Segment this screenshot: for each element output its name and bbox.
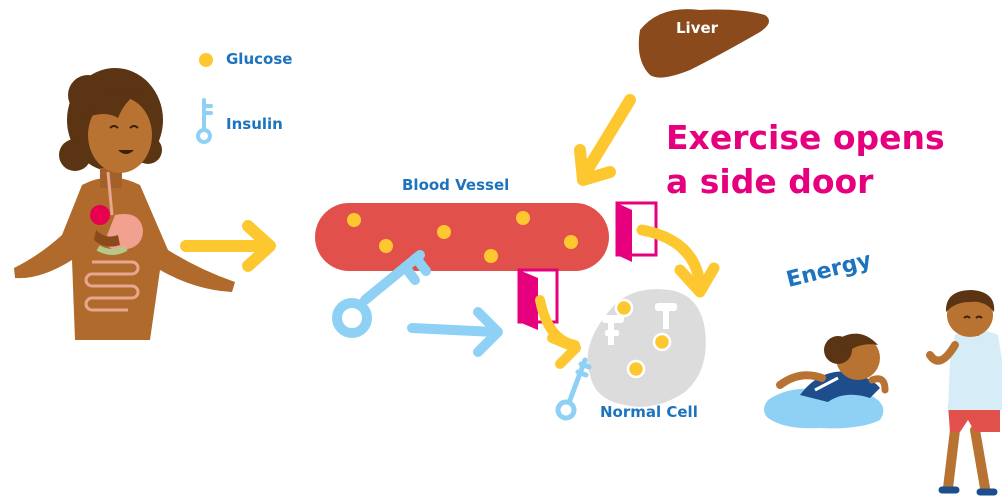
- insulin-arrow: [412, 312, 498, 352]
- insulin-key-small-icon: [558, 360, 589, 418]
- swimmer-illustration: [764, 334, 885, 429]
- upper-door-curved-arrow: [642, 230, 714, 292]
- normal-cell-shape: [588, 289, 706, 407]
- headline-line-2: a side door: [666, 160, 945, 204]
- liver-label: Liver: [676, 19, 718, 37]
- glucose-legend-icon: [199, 53, 213, 67]
- insulin-key-legend-icon: [198, 100, 211, 142]
- liver-to-vessel-arrow: [580, 100, 630, 180]
- blood-vessel-tube: [315, 203, 609, 271]
- insulin-legend-label: Insulin: [226, 115, 283, 133]
- glucose-legend-label: Glucose: [226, 50, 292, 68]
- normal-cell-label: Normal Cell: [600, 403, 698, 421]
- headline-line-1: Exercise opens: [666, 116, 945, 160]
- woman-to-vessel-arrow: [186, 226, 270, 266]
- headline: Exercise opens a side door: [666, 116, 945, 204]
- woman-figure-illustration: [14, 68, 235, 340]
- blood-vessel-label: Blood Vessel: [402, 176, 509, 194]
- standing-boy-illustration: [930, 290, 1002, 492]
